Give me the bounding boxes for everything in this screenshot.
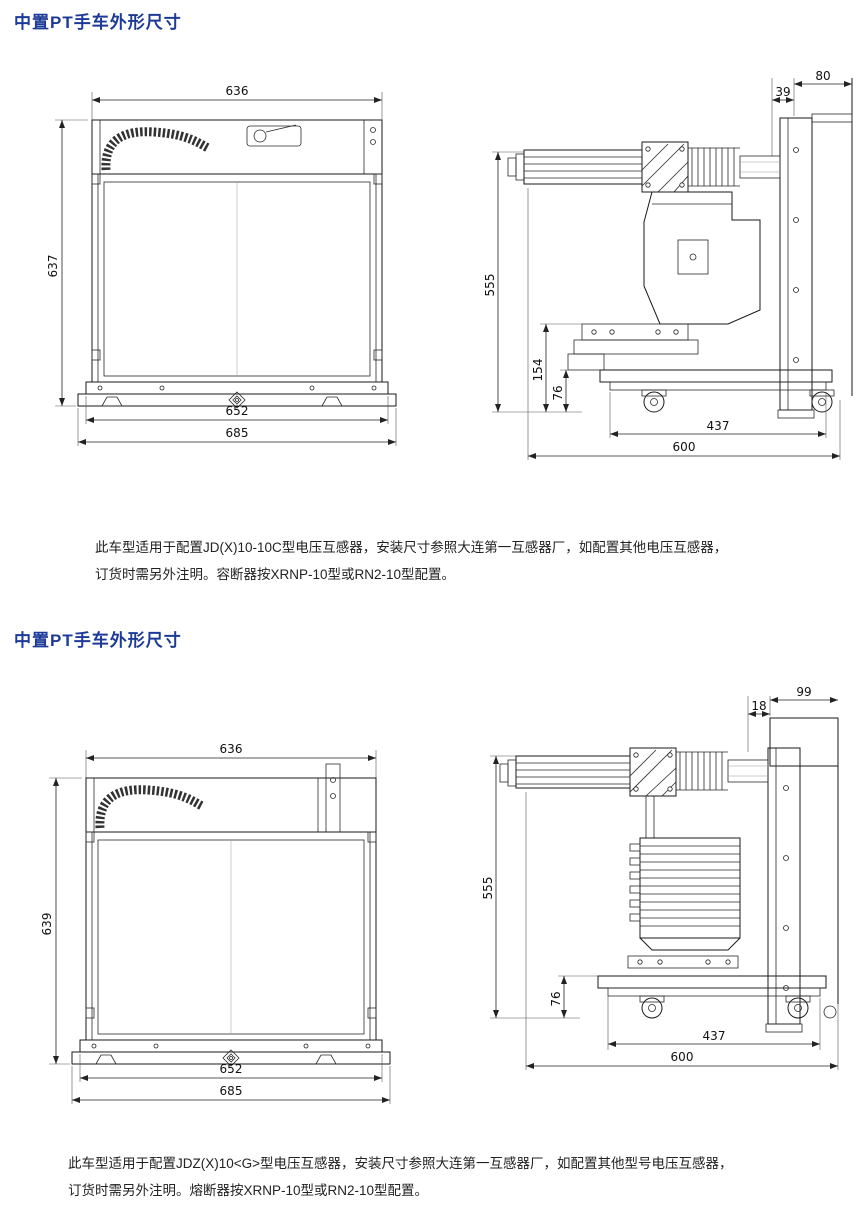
- front-view-drawing-1: 636 637: [46, 84, 397, 446]
- wall-caster: [823, 1005, 837, 1019]
- section1-title: 中置PT手车外形尺寸: [14, 13, 182, 32]
- dim-left-height: 637: [46, 119, 88, 407]
- dim-label-top-large: 99: [796, 685, 811, 699]
- dim-label-overall-depth: 600: [671, 1050, 694, 1064]
- dim-base-inner-width: 652: [85, 396, 389, 424]
- dim-label-top-large: 80: [815, 69, 830, 83]
- transformer-body: [629, 796, 741, 951]
- rear-panel: [765, 747, 803, 1033]
- dim-label-rail-height: 76: [549, 991, 563, 1006]
- note-line: 订货时需另外注明。熔断器按XRNP-10型或RN2-10型配置。: [68, 1183, 429, 1198]
- cubicle-wall: [811, 78, 853, 396]
- section2-note: 此车型适用于配置JDZ(X)10<G>型电压互感器，安装尺寸参照大连第一互感器厂…: [68, 1150, 808, 1204]
- dim-side-height: 555: [483, 151, 582, 413]
- cabinet-front-outline: [85, 763, 377, 1041]
- dim-top-offsets: 18 99: [747, 685, 838, 752]
- note-line: 订货时需另外注明。容断器按XRNP-10型或RN2-10型配置。: [95, 567, 456, 582]
- dim-rail-height: 76: [551, 369, 600, 412]
- support-bracket: [567, 323, 699, 371]
- cabinet-base: [71, 1039, 391, 1067]
- dim-side-height: 555: [481, 755, 580, 1019]
- handle-bracket: [246, 125, 302, 147]
- contact-arm-assembly: [499, 747, 769, 797]
- dim-base-outer-width: 685: [77, 408, 397, 446]
- front-wheel: [643, 391, 665, 413]
- section1-note: 此车型适用于配置JD(X)10-10C型电压互感器，安装尺寸参照大连第一互感器厂…: [95, 534, 795, 588]
- dim-label-top-small: 39: [775, 85, 790, 99]
- dim-bracket-height: 154: [531, 323, 582, 412]
- dim-label-side-height: 555: [481, 877, 495, 900]
- dim-base-width: 437: [609, 392, 827, 438]
- rear-wheel: [811, 391, 833, 413]
- bellows: [676, 751, 728, 791]
- dim-top-offsets: 39 80: [771, 69, 852, 156]
- dim-label-top-width: 636: [220, 742, 243, 756]
- cubicle-wall: [769, 717, 839, 1004]
- bellows: [688, 147, 740, 187]
- rear-wheel: [787, 997, 809, 1019]
- base-and-wheels: [599, 369, 835, 413]
- mechanism-body: [643, 191, 761, 325]
- dim-label-base-width: 437: [703, 1029, 726, 1043]
- side-view-drawing-2: 18 99: [481, 685, 839, 1070]
- dim-label-left-height: 639: [40, 913, 54, 936]
- dim-base-inner-width: 652: [79, 1054, 383, 1082]
- dim-label-base-inner: 652: [226, 404, 249, 418]
- dim-label-rail-height: 76: [551, 385, 565, 400]
- cabinet-base: [77, 381, 397, 409]
- dim-label-base-width: 437: [707, 419, 730, 433]
- contact-arm-assembly: [507, 141, 781, 193]
- front-view-drawing-2: 636 639: [40, 742, 391, 1104]
- dim-rail-height: 76: [549, 975, 598, 1018]
- dim-overall-depth: 600: [527, 188, 841, 460]
- interlock-bar: [325, 763, 341, 833]
- dim-left-height: 639: [40, 777, 82, 1065]
- dim-label-side-height: 555: [483, 274, 497, 297]
- dim-label-overall-depth: 600: [673, 440, 696, 454]
- flexible-conduit: [101, 127, 211, 171]
- flexible-conduit: [95, 785, 205, 829]
- dim-base-width: 437: [607, 990, 821, 1050]
- rear-panel: [777, 117, 815, 419]
- center-emblem: [228, 391, 246, 409]
- dim-label-base-inner: 652: [220, 1062, 243, 1076]
- dim-base-outer-width: 685: [71, 1066, 391, 1104]
- note-line: 此车型适用于配置JDZ(X)10<G>型电压互感器，安装尺寸参照大连第一互感器厂…: [68, 1156, 733, 1171]
- center-emblem: [222, 1049, 240, 1067]
- side-view-drawing-1: 39 80: [483, 69, 853, 460]
- dim-top-width: 636: [85, 742, 377, 780]
- dim-label-top-width: 636: [226, 84, 249, 98]
- top-duct-box: [769, 717, 839, 767]
- cabinet-front-outline: [91, 119, 383, 383]
- dim-label-left-height: 637: [46, 255, 60, 278]
- front-wheel: [641, 997, 663, 1019]
- note-line: 此车型适用于配置JD(X)10-10C型电压互感器，安装尺寸参照大连第一互感器厂…: [95, 540, 728, 555]
- dim-label-base-outer: 685: [226, 426, 249, 440]
- dim-label-top-small: 18: [751, 699, 766, 713]
- dim-overall-depth: 600: [525, 792, 839, 1070]
- dim-top-width: 636: [91, 84, 383, 122]
- dim-label-bracket-height: 154: [531, 359, 545, 382]
- dim-label-base-outer: 685: [220, 1084, 243, 1098]
- section2-title: 中置PT手车外形尺寸: [14, 631, 182, 650]
